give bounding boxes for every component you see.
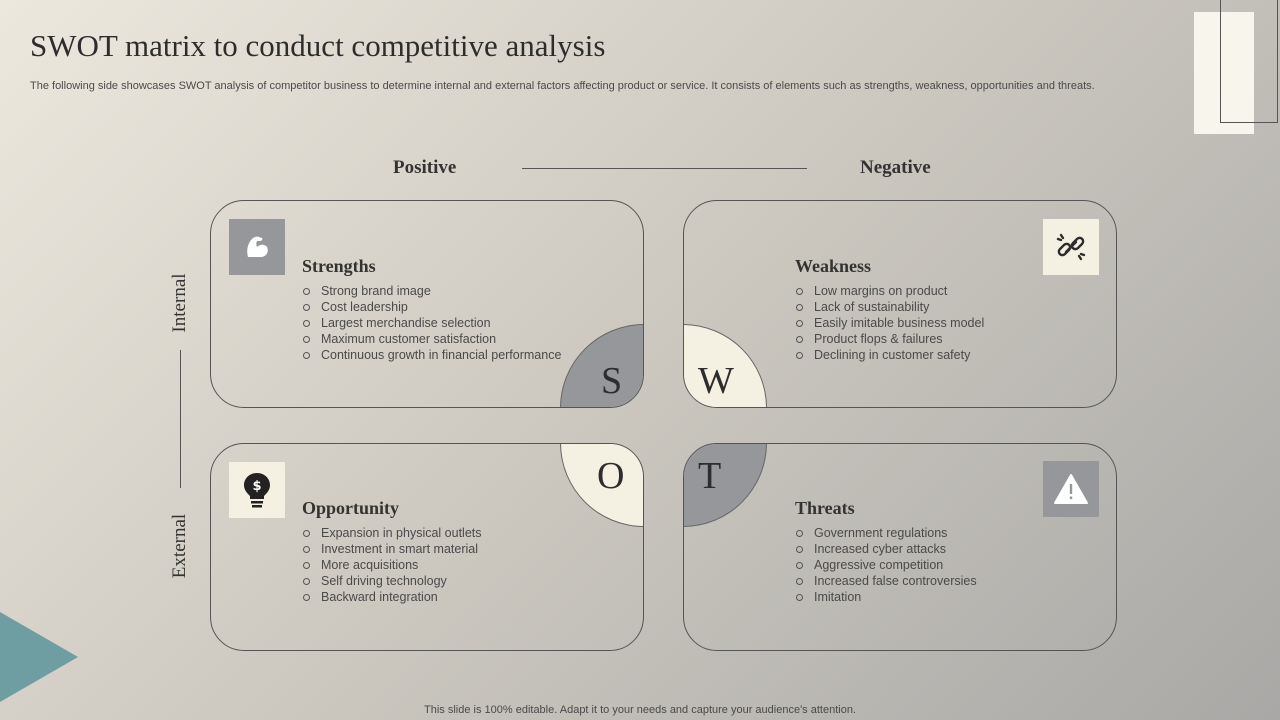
list-item: Low margins on product (795, 283, 984, 299)
list-item: Largest merchandise selection (302, 315, 561, 331)
list-item: Declining in customer safety (795, 347, 984, 363)
list-item: Easily imitable business model (795, 315, 984, 331)
list-item: More acquisitions (302, 557, 482, 573)
decorative-rectangle (1194, 12, 1254, 134)
opportunity-card: O (210, 443, 644, 651)
column-header-positive: Positive (393, 157, 457, 178)
list-item: Continuous growth in financial performan… (302, 347, 561, 363)
strengths-title: Strengths (302, 256, 376, 276)
opportunity-quadrant: O (560, 444, 643, 527)
opportunity-block: Opportunity Expansion in physical outlet… (302, 498, 482, 605)
strengths-list: Strong brand image Cost leadership Large… (302, 283, 561, 363)
list-item: Increased false controversies (795, 573, 977, 589)
list-item: Maximum customer satisfaction (302, 331, 561, 347)
list-item: Cost leadership (302, 299, 561, 315)
strengths-card: S (210, 200, 644, 408)
strengths-block: Strengths Strong brand image Cost leader… (302, 256, 561, 363)
opportunity-letter: O (597, 455, 625, 497)
weakness-list: Low margins on product Lack of sustainab… (795, 283, 984, 363)
weakness-title: Weakness (795, 256, 872, 276)
row-divider-line (180, 350, 181, 488)
page-title: SWOT matrix to conduct competitive analy… (30, 28, 606, 63)
column-divider-line (522, 168, 807, 169)
row-header-internal: Internal (169, 273, 190, 333)
threats-block: Threats Government regulations Increased… (795, 498, 977, 605)
footer-note: This slide is 100% editable. Adapt it to… (424, 704, 856, 716)
opportunity-list: Expansion in physical outlets Investment… (302, 525, 482, 605)
list-item: Product flops & failures (795, 331, 984, 347)
list-item: Expansion in physical outlets (302, 525, 482, 541)
row-header-external: External (169, 513, 190, 579)
list-item: Imitation (795, 589, 977, 605)
weakness-letter: W (698, 360, 734, 402)
list-item: Aggressive competition (795, 557, 977, 573)
strengths-letter: S (601, 360, 623, 402)
threats-letter: T (698, 455, 722, 497)
list-item: Investment in smart material (302, 541, 482, 557)
lightbulb-dollar-icon: $ (229, 462, 285, 518)
strengths-quadrant: S (560, 324, 643, 407)
threats-quadrant: T (684, 444, 767, 527)
broken-link-icon (1043, 219, 1099, 275)
warning-icon (1043, 461, 1099, 517)
threats-card: T (683, 443, 1117, 651)
threats-list: Government regulations Increased cyber a… (795, 525, 977, 605)
weakness-block: Weakness Low margins on product Lack of … (795, 256, 984, 363)
list-item: Increased cyber attacks (795, 541, 977, 557)
list-item: Self driving technology (302, 573, 482, 589)
muscle-arm-icon (229, 219, 285, 275)
svg-text:$: $ (252, 479, 261, 494)
decorative-frame (1220, 0, 1278, 123)
weakness-quadrant: W (684, 324, 767, 407)
list-item: Lack of sustainability (795, 299, 984, 315)
weakness-card: W (683, 200, 1117, 408)
list-item: Government regulations (795, 525, 977, 541)
column-header-negative: Negative (860, 157, 931, 178)
threats-title: Threats (795, 498, 855, 518)
list-item: Backward integration (302, 589, 482, 605)
page-subtitle: The following side showcases SWOT analys… (30, 80, 1095, 92)
list-item: Strong brand image (302, 283, 561, 299)
opportunity-title: Opportunity (302, 498, 400, 518)
decorative-triangle (0, 612, 78, 702)
